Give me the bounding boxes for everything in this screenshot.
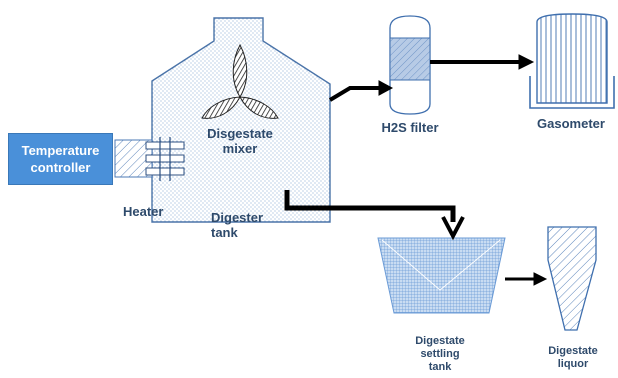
arrow-to-filter (328, 86, 380, 102)
settling-tank-label-line-3: tank (428, 361, 452, 373)
mixer-label-line-2: mixer (222, 141, 258, 156)
liquor-cyclone-icon (547, 226, 597, 331)
digester-tank (151, 17, 331, 223)
arrowhead-to-settling (441, 216, 465, 241)
arrowhead-to-filter (378, 80, 394, 96)
temperature-controller: Temperature controller (8, 133, 113, 185)
settling-tank-label-line-1: Digestate (415, 335, 465, 347)
temperature-controller-label-2: controller (30, 160, 91, 175)
settling-tank-icon (377, 237, 506, 314)
heater-label: Heater (123, 204, 164, 219)
arrowhead-to-liquor (533, 272, 548, 286)
mixer-label: Disgestate mixer (200, 126, 280, 156)
h2s-filter-label: H2S filter (381, 120, 439, 135)
settling-tank-label: Digestate settling tank (400, 335, 480, 378)
liquor-label: Digestate liquor (533, 345, 613, 371)
settling-tank-label-line-2: settling (420, 348, 460, 360)
heater-icon (114, 137, 185, 181)
digester-tank-label: Digester tank (211, 210, 263, 240)
liquor-label-line-2: liquor (557, 358, 589, 370)
arrow-to-settling (284, 190, 456, 222)
arrows (284, 54, 548, 286)
gasometer-label: Gasometer (537, 116, 605, 131)
mixer-icon (201, 43, 279, 119)
gasometer-icon (529, 13, 615, 109)
digester-tank-label-line-2: tank (211, 225, 238, 240)
mixer-label-line-1: Disgestate (207, 126, 273, 141)
temperature-controller-label-1: Temperature (21, 143, 100, 158)
digester-tank-label-line-1: Digester (211, 210, 264, 225)
liquor-label-line-1: Digestate (548, 345, 598, 357)
h2s-filter-icon (389, 15, 431, 115)
arrowhead-to-gasometer (518, 54, 535, 70)
